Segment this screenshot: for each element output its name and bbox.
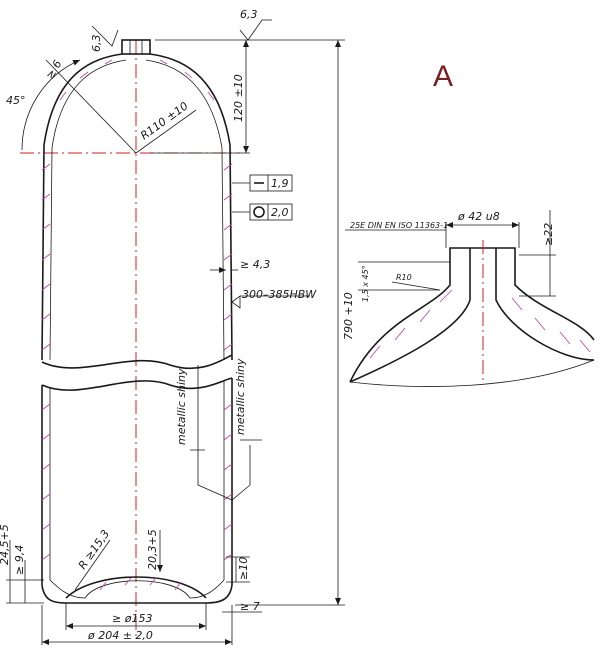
roundness-value: 2,0	[271, 206, 289, 219]
chamfer-label: 1,5 x 45°	[361, 265, 370, 302]
bottom-thickness-label: 20,3+5	[146, 529, 159, 570]
radius-bottom-label: R ≥15,3	[76, 528, 112, 572]
roughness-neck-icon	[91, 25, 119, 47]
wall-hatching	[41, 59, 233, 591]
angle-arc	[21, 59, 81, 151]
bottom-dome-inner	[49, 579, 225, 599]
thickness-top-label: ≥ 6	[43, 58, 64, 82]
detail-a-view: 25E DIN EN ISO 11363-1 ø 42 u8 ≥22 1,5 x…	[345, 210, 595, 387]
foot-width-label: ≥ 7	[240, 600, 260, 613]
base-outline	[41, 584, 233, 604]
break-line-lower	[41, 377, 233, 391]
detail-neck-height-label: ≥22	[542, 223, 555, 246]
outer-wall-left	[41, 53, 123, 361]
hardness-label: 300–385HBW	[242, 288, 317, 301]
roughness-top-icon	[239, 19, 272, 41]
base-diameter-label: ≥ ø153	[112, 612, 152, 625]
dimensions: 790 +10 120 ±10 6,3 6,3 45° ≥ 6 R110 ±10…	[0, 8, 355, 645]
roughness-top-label: 6,3	[240, 8, 258, 21]
cylinder-view	[20, 39, 262, 640]
inner-wall-right	[145, 59, 225, 361]
roundness-frame	[249, 203, 293, 221]
neck-height-label: 120 ±10	[232, 74, 245, 122]
side-bottom-label: ≥10	[237, 557, 250, 580]
neck-outline	[121, 39, 151, 55]
bottom-dome-outer	[65, 576, 207, 599]
straightness-frame	[249, 174, 293, 192]
wall-thickness-label: ≥ 4,3	[240, 258, 270, 271]
base-height-label: 24,5+5	[0, 524, 11, 565]
thread-spec-label: 25E DIN EN ISO 11363-1	[350, 221, 448, 230]
neck-diameter-label: ø 42 u8	[457, 210, 500, 223]
detail-break-line	[349, 359, 595, 387]
circularity-icon	[253, 206, 265, 218]
detail-outer	[349, 247, 595, 383]
roughness-neck-label: 6,3	[90, 35, 103, 53]
base-inner-label: ≥ 9,4	[13, 545, 26, 575]
outer-diameter-label: ø 204 ± 2,0	[87, 629, 153, 642]
break-line-upper	[41, 354, 233, 370]
radius-shoulder-label: R110 ±10	[138, 99, 190, 142]
straightness-value: 1,9	[271, 177, 289, 190]
hardness-icon	[231, 295, 241, 309]
detail-label: A	[433, 60, 453, 93]
total-length-label: 790 +10	[342, 292, 355, 340]
outer-wall-right	[149, 53, 233, 361]
inner-wall-left	[49, 59, 127, 361]
detail-radius-label: R10	[396, 273, 412, 282]
finish-right-label: metallic shiny	[234, 358, 247, 435]
chamfer-angle-label: 45°	[6, 94, 26, 107]
finish-left-label: metallic shiny	[175, 368, 188, 445]
